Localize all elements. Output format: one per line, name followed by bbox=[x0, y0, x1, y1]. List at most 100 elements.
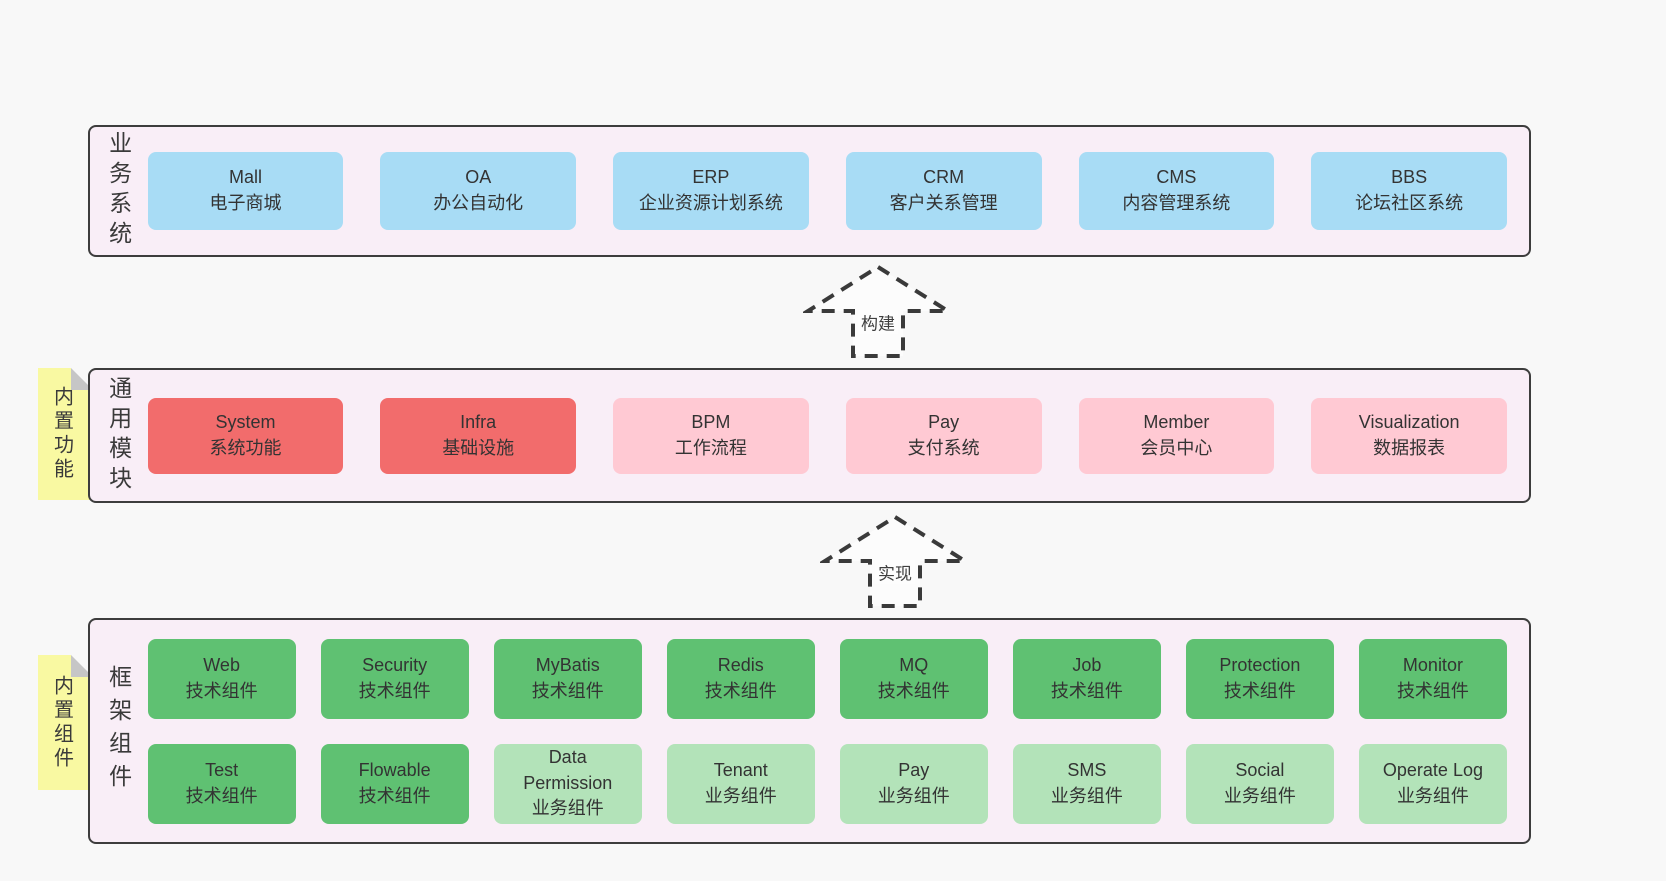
component-box-oa: OA 办公自动化 bbox=[380, 152, 577, 230]
box-subtitle: 数据报表 bbox=[1373, 437, 1446, 458]
box-title: Operate Log bbox=[1382, 759, 1483, 780]
box-subtitle: 技术组件 bbox=[358, 680, 431, 701]
box-subtitle: 支付系统 bbox=[907, 437, 980, 458]
box-title: BBS bbox=[1391, 167, 1428, 188]
box-title: MyBatis bbox=[535, 654, 600, 675]
component-box-job: Job 技术组件 bbox=[1012, 638, 1161, 719]
box-title: Job bbox=[1072, 654, 1102, 675]
component-box-tenant: Tenant 业务组件 bbox=[666, 743, 815, 824]
sticky-note-builtin-features: 内置功能 bbox=[38, 368, 93, 500]
component-box-bpm: BPM 工作流程 bbox=[613, 397, 809, 474]
box-subtitle: 技术组件 bbox=[877, 680, 950, 701]
box-title: CMS bbox=[1156, 167, 1197, 188]
box-subtitle: 会员中心 bbox=[1140, 437, 1213, 458]
box-subtitle: 业务组件 bbox=[1050, 785, 1123, 806]
section-label-modules: 通用模块 bbox=[105, 375, 132, 496]
box-title: Security bbox=[362, 654, 428, 675]
box-title: Data Permission bbox=[523, 747, 613, 793]
box-subtitle: 业务组件 bbox=[877, 785, 950, 806]
box-title: System bbox=[215, 411, 276, 432]
box-subtitle: 内容管理系统 bbox=[1122, 193, 1231, 213]
box-title: CRM bbox=[923, 167, 965, 188]
box-title: Pay bbox=[898, 759, 930, 780]
component-box-crm: CRM 客户关系管理 bbox=[845, 152, 1042, 230]
component-box-redis: Redis 技术组件 bbox=[666, 638, 815, 719]
component-box-test: Test 技术组件 bbox=[147, 743, 296, 824]
box-subtitle: 客户关系管理 bbox=[889, 193, 998, 213]
component-box-infra: Infra 基础设施 bbox=[380, 397, 577, 474]
box-subtitle: 企业资源计划系统 bbox=[638, 193, 783, 213]
folded-corner-icon bbox=[71, 368, 93, 390]
box-subtitle: 技术组件 bbox=[185, 680, 258, 701]
box-subtitle: 业务组件 bbox=[1223, 785, 1296, 806]
box-subtitle: 办公自动化 bbox=[433, 193, 524, 213]
component-box-sms: SMS 业务组件 bbox=[1012, 743, 1161, 824]
component-box-social: Social 业务组件 bbox=[1185, 743, 1334, 824]
section-label-framework: 框架组件 bbox=[105, 665, 132, 797]
box-subtitle: 技术组件 bbox=[358, 785, 431, 806]
box-title: Test bbox=[205, 759, 239, 780]
box-title: Pay bbox=[928, 411, 960, 432]
arrow-label: 实现 bbox=[875, 559, 915, 585]
box-subtitle: 基础设施 bbox=[442, 437, 515, 458]
box-title: BPM bbox=[691, 411, 731, 432]
box-subtitle: 技术组件 bbox=[1396, 680, 1469, 701]
box-title: ERP bbox=[692, 167, 730, 188]
box-title: Protection bbox=[1219, 654, 1301, 675]
box-subtitle: 论坛社区系统 bbox=[1355, 193, 1464, 213]
box-subtitle: 系统功能 bbox=[209, 437, 282, 458]
box-subtitle: 技术组件 bbox=[1223, 680, 1296, 701]
component-box-pay: Pay 支付系统 bbox=[845, 397, 1042, 474]
box-title: Monitor bbox=[1402, 654, 1463, 675]
implement-arrow: 实现 bbox=[820, 514, 970, 609]
box-title: OA bbox=[465, 167, 492, 188]
component-box-erp: ERP 企业资源计划系统 bbox=[613, 152, 809, 230]
component-box-monitor: Monitor 技术组件 bbox=[1358, 638, 1507, 719]
component-box-mq: MQ 技术组件 bbox=[839, 638, 988, 719]
build-arrow: 构建 bbox=[803, 264, 953, 359]
component-box-bbs: BBS 论坛社区系统 bbox=[1311, 152, 1507, 230]
common-modules-section: 通用模块 System 系统功能 Infra 基础设施 BPM 工作流程 Pay 支付系统 Me… bbox=[88, 368, 1531, 503]
box-title: Web bbox=[203, 654, 240, 675]
box-title: Flowable bbox=[358, 759, 431, 780]
box-title: SMS bbox=[1067, 759, 1107, 780]
box-title: Member bbox=[1143, 411, 1210, 432]
box-subtitle: 技术组件 bbox=[531, 680, 604, 701]
component-box-cms: CMS 内容管理系统 bbox=[1078, 152, 1275, 230]
arrow-label: 构建 bbox=[858, 309, 898, 335]
component-box-flowable: Flowable 技术组件 bbox=[320, 743, 469, 824]
box-title: MQ bbox=[899, 654, 929, 675]
box-title: Social bbox=[1235, 759, 1285, 780]
box-title: Visualization bbox=[1358, 411, 1460, 432]
box-title: Infra bbox=[460, 411, 497, 432]
component-box-system: System 系统功能 bbox=[147, 397, 344, 474]
component-box-visualization: Visualization 数据报表 bbox=[1311, 397, 1507, 474]
component-box-protection: Protection 技术组件 bbox=[1185, 638, 1334, 719]
component-box-security: Security 技术组件 bbox=[320, 638, 469, 719]
box-title: Redis bbox=[717, 654, 764, 675]
box-subtitle: 技术组件 bbox=[704, 680, 777, 701]
box-subtitle: 业务组件 bbox=[1396, 785, 1469, 806]
component-box-pay: Pay 业务组件 bbox=[839, 743, 988, 824]
component-box-web: Web 技术组件 bbox=[147, 638, 296, 719]
box-title: Mall bbox=[228, 167, 262, 188]
box-subtitle: 工作流程 bbox=[674, 437, 747, 458]
box-title: Tenant bbox=[713, 759, 768, 780]
component-box-mybatis: MyBatis 技术组件 bbox=[493, 638, 642, 719]
sticky-note-label: 内置功能 bbox=[50, 386, 73, 482]
box-subtitle: 业务组件 bbox=[704, 785, 777, 806]
component-box-operate-log: Operate Log 业务组件 bbox=[1358, 743, 1507, 824]
box-subtitle: 技术组件 bbox=[185, 785, 258, 806]
section-label-business: 业务系统 bbox=[105, 131, 132, 251]
box-subtitle: 技术组件 bbox=[1050, 680, 1123, 701]
sticky-note-builtin-components: 内置组件 bbox=[38, 655, 93, 790]
folded-corner-icon bbox=[71, 655, 93, 677]
